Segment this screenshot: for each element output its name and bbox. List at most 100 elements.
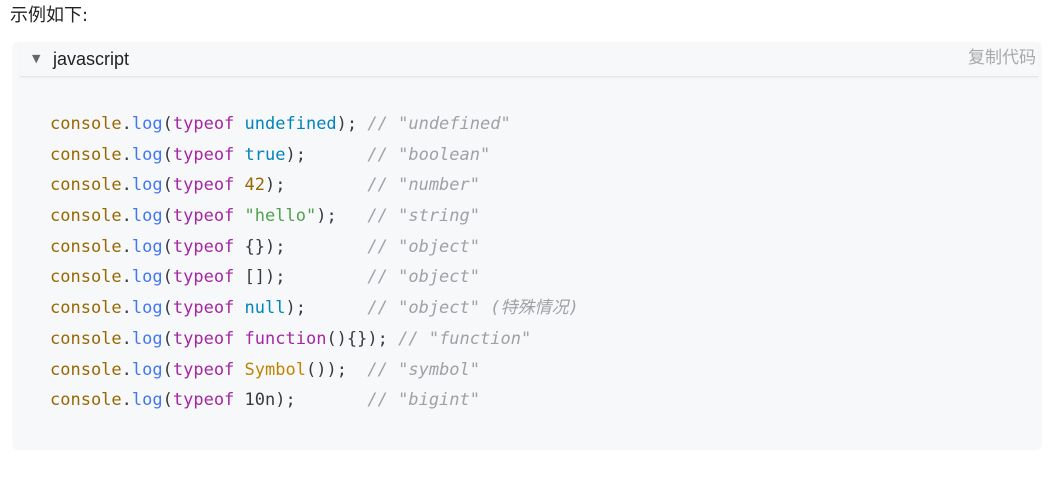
code-token-arg: function	[244, 328, 327, 349]
code-block: ▼ javascript 复制代码 console.log(typeof und…	[12, 42, 1042, 450]
code-token-dot: .	[121, 114, 132, 134]
code-token-obj: console	[50, 206, 122, 227]
code-token-comment: // "symbol"	[367, 359, 481, 380]
code-token-close: );	[265, 267, 286, 288]
code-token-dot: .	[121, 359, 132, 380]
code-token-sp	[234, 114, 244, 134]
code-line: console.log(typeof function(){}); // "fu…	[50, 324, 579, 355]
code-token-open: (	[162, 390, 173, 411]
code-token-sp	[234, 175, 244, 195]
code-token-dot: .	[121, 175, 132, 196]
code-token-keyword: typeof	[172, 206, 235, 227]
code-token-open: (	[162, 144, 173, 165]
code-token-arg2: (){}	[326, 328, 368, 349]
code-token-method: log	[131, 175, 163, 196]
code-token-open: (	[162, 175, 173, 196]
code-line: console.log(typeof undefined); // "undef…	[50, 109, 579, 140]
copy-code-button[interactable]: 复制代码	[968, 48, 1036, 68]
code-token-comment: // "object" (特殊情况)	[367, 298, 579, 319]
code-token-arg: undefined	[244, 114, 337, 134]
code-token-arg: {}	[244, 236, 266, 257]
code-token-keyword: typeof	[172, 298, 235, 319]
code-token-close: );	[336, 114, 358, 134]
code-token-method: log	[131, 298, 163, 319]
code-line: console.log(typeof 42); // "number"	[50, 170, 579, 201]
code-token-obj: console	[50, 267, 122, 288]
code-token-dot: .	[121, 267, 132, 288]
code-token-pad	[296, 390, 368, 410]
code-token-method: log	[131, 114, 163, 134]
code-token-keyword: typeof	[172, 236, 235, 257]
code-token-obj: console	[50, 390, 122, 411]
code-token-open: (	[162, 359, 173, 380]
code-token-sp	[234, 145, 244, 165]
code-token-arg: true	[244, 144, 286, 165]
code-token-keyword: typeof	[172, 267, 235, 288]
code-token-method: log	[131, 359, 163, 380]
code-token-obj: console	[50, 359, 122, 380]
code-token-close: );	[316, 206, 337, 227]
code-token-close: );	[285, 144, 306, 165]
code-token-dot: .	[121, 144, 132, 165]
code-token-pad	[286, 237, 368, 257]
code-token-dot: .	[121, 298, 132, 319]
code-token-obj: console	[50, 114, 122, 134]
code-token-comment: // "number"	[367, 175, 480, 196]
code-token-method: log	[131, 328, 163, 349]
code-token-keyword: typeof	[172, 359, 235, 380]
code-line: console.log(typeof null); // "object" (特…	[50, 293, 579, 324]
code-token-keyword: typeof	[172, 328, 235, 349]
code-token-dot: .	[121, 328, 132, 349]
code-token-open: (	[162, 206, 173, 227]
code-token-keyword: typeof	[172, 114, 235, 134]
code-token-close: );	[265, 236, 286, 257]
caret-down-icon[interactable]: ▼	[32, 52, 41, 65]
code-token-obj: console	[50, 236, 122, 257]
code-token-sp	[234, 206, 244, 226]
code-token-obj: console	[50, 328, 122, 349]
code-token-comment: // "boolean"	[367, 144, 491, 165]
code-token-pad	[388, 329, 398, 349]
code-token-keyword: typeof	[172, 175, 235, 196]
code-token-arg2: ()	[305, 359, 327, 380]
code-token-dot: .	[121, 236, 132, 257]
code-token-pad	[306, 145, 367, 165]
code-token-arg: []	[244, 267, 266, 288]
code-token-pad	[286, 267, 368, 287]
code-token-comment: // "object"	[367, 236, 480, 257]
code-token-method: log	[131, 206, 163, 227]
code-line: console.log(typeof 10n); // "bigint"	[50, 385, 579, 416]
code-token-sp	[234, 329, 244, 349]
code-token-comment: // "string"	[367, 206, 480, 227]
code-token-method: log	[131, 390, 163, 411]
code-language-label: javascript	[53, 49, 130, 69]
code-token-dot: .	[121, 206, 132, 227]
code-token-open: (	[162, 236, 173, 257]
code-token-comment: // "undefined"	[367, 114, 511, 134]
code-token-arg: 42	[244, 175, 266, 196]
code-token-method: log	[131, 144, 163, 165]
code-token-sp	[234, 298, 244, 318]
code-token-sp	[234, 360, 244, 380]
code-token-pad	[347, 360, 367, 380]
code-token-keyword: typeof	[172, 144, 235, 165]
code-line: console.log(typeof "hello"); // "string"	[50, 201, 579, 232]
code-token-dot: .	[121, 390, 132, 411]
code-token-comment: // "bigint"	[367, 390, 480, 411]
code-token-arg: "hello"	[244, 206, 317, 227]
code-token-pad	[357, 114, 367, 134]
code-token-comment: // "function"	[398, 328, 532, 349]
code-token-close: );	[326, 359, 347, 380]
code-token-open: (	[162, 328, 173, 349]
code-token-method: log	[131, 267, 163, 288]
code-token-close: );	[367, 328, 388, 349]
code-token-obj: console	[50, 175, 122, 196]
code-token-obj: console	[50, 298, 122, 319]
code-token-close: );	[285, 298, 306, 319]
code-line: console.log(typeof Symbol()); // "symbol…	[50, 355, 579, 386]
code-token-sp	[234, 267, 244, 287]
code-line: console.log(typeof {}); // "object"	[50, 232, 579, 263]
code-token-pad	[306, 298, 367, 318]
code-token-arg: Symbol	[244, 359, 306, 380]
code-token-method: log	[131, 236, 163, 257]
